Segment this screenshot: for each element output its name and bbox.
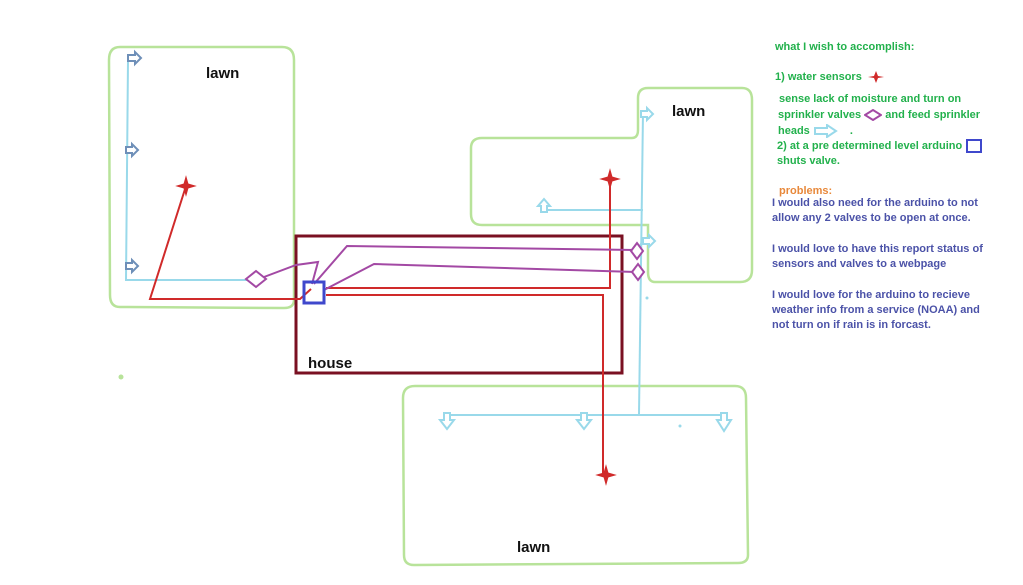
arduino-icon (966, 139, 983, 154)
note-problem3-line1: I would love for the arduino to recieve (772, 289, 971, 301)
note-item1-line3: sprinkler valves and feed sprinkler (778, 107, 980, 123)
lawn-top-left-outline (107, 45, 296, 310)
arduino-box (302, 280, 326, 305)
lawn-top-right-outline (469, 86, 754, 284)
house-outline (294, 234, 624, 375)
note-item1-prefix: 1) water sensors (775, 71, 862, 83)
valve-icon (630, 262, 646, 282)
wire-sensor-bottom (326, 294, 604, 473)
wire-sensor-left (148, 185, 312, 300)
note-problem1-line1: I would also need for the arduino to not (772, 197, 978, 209)
lawn-top-left-label: lawn (206, 65, 239, 82)
sprinkler-head-icon (127, 49, 143, 67)
wire-valve-right-1 (313, 244, 637, 285)
dot-mark (118, 374, 124, 380)
note-problem2-line1: I would love to have this report status … (772, 243, 983, 255)
note-problem3-line3: not turn on if rain is in forcast. (772, 319, 931, 331)
sprinkler-head-icon (813, 123, 838, 139)
note-item2-line1: 2) at a pre determined level arduino (777, 138, 983, 154)
lawn-bottom-label: lawn (517, 539, 550, 556)
wire-valve-left (255, 260, 320, 285)
sprinkler-head-icon (715, 412, 733, 433)
note-heading: what I wish to accomplish: (775, 41, 915, 53)
valve-wires (255, 244, 638, 291)
note-item2-line2: shuts valve. (777, 155, 840, 167)
sprinkler-heads (125, 49, 733, 433)
dot-mark (678, 424, 682, 428)
valves (244, 241, 646, 289)
sprinkler-head-icon (535, 197, 553, 213)
wire-sensor-right (326, 180, 611, 289)
valve-icon (863, 108, 884, 122)
valve-icon (629, 241, 645, 261)
note-problem1-line2: allow any 2 valves to be open at once. (772, 212, 971, 224)
note-item1-line3-a: sprinkler valves (778, 109, 862, 121)
sensors (175, 168, 621, 486)
pipe-left-lawn (124, 59, 256, 281)
note-item1-line4: heads . (778, 123, 853, 139)
sensor-icon (599, 168, 621, 190)
wire-valve-right-2 (323, 262, 638, 291)
note-item1-title: 1) water sensors (775, 69, 887, 85)
sensor-icon (867, 71, 884, 84)
lawn-areas (107, 45, 754, 567)
sprinkler-head-icon (125, 257, 140, 275)
sprinkler-head-icon (574, 412, 594, 431)
note-item1-line4-text: heads (778, 125, 810, 137)
sprinkler-head-icon (437, 412, 457, 431)
note-item1-line3-b: and feed sprinkler (885, 109, 981, 121)
valve-icon (244, 269, 268, 289)
dot-mark (645, 296, 649, 300)
lawn-bottom-outline (401, 384, 750, 567)
sprinkler-head-icon (642, 232, 657, 250)
note-item2-line1-text: 2) at a pre determined level arduino (777, 140, 963, 152)
note-item1-line4-end: . (849, 125, 853, 137)
house-label: house (308, 355, 352, 372)
sensor-icon (175, 175, 197, 197)
note-problem3-line2: weather info from a service (NOAA) and (772, 304, 980, 316)
sprinkler-head-icon (640, 105, 655, 123)
sensor-icon (595, 464, 617, 486)
lawn-top-right-label: lawn (672, 103, 705, 120)
note-problems-heading: problems: (779, 185, 833, 197)
sprinkler-head-icon (125, 141, 140, 159)
note-item1-line2: sense lack of moisture and turn on (779, 93, 962, 105)
pipe-right-vertical (638, 111, 644, 415)
note-problem2-line2: sensors and valves to a webpage (772, 258, 947, 270)
